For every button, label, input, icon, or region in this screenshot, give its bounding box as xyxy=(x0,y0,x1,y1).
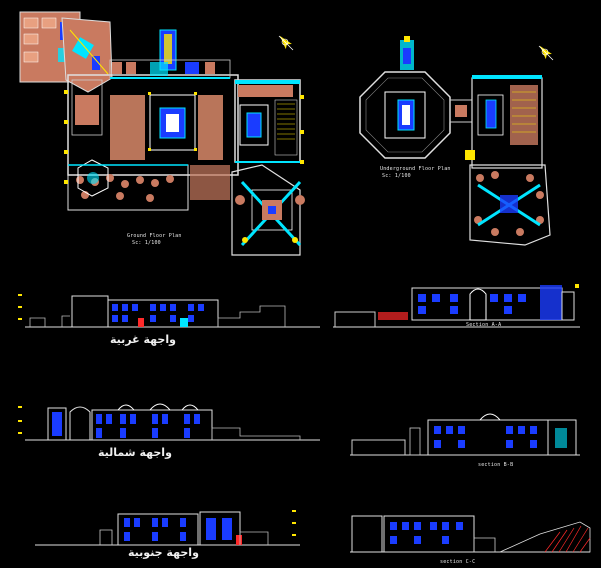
section-aa-label: Section A-A xyxy=(466,322,502,328)
north-elevation-label: واجهة شمالية xyxy=(98,446,172,459)
section-aa-drawing xyxy=(333,284,580,328)
north-arrow-icon xyxy=(538,45,554,61)
underground-floor-plan xyxy=(359,36,554,246)
west-elevation-label: واجهة غربية xyxy=(110,333,176,346)
north-arrow-icon xyxy=(278,35,294,51)
section-bb-label: section B-B xyxy=(478,462,514,468)
underground-floor-plan-scale: Sc: 1/100 xyxy=(382,173,411,179)
section-cc-label: section C-C xyxy=(440,559,476,565)
north-elevation-drawing xyxy=(18,403,320,441)
section-cc-drawing xyxy=(350,515,591,553)
west-elevation-drawing xyxy=(18,294,320,328)
south-elevation-label: واجهة جنوبية xyxy=(128,546,199,559)
underground-floor-plan-title: Underground Floor Plan xyxy=(380,166,451,172)
ground-floor-plan-title: Ground Floor Plan xyxy=(127,233,182,239)
ground-floor-plan-scale: Sc: 1/100 xyxy=(132,240,161,246)
south-elevation-drawing xyxy=(35,510,300,546)
section-bb-drawing xyxy=(350,413,580,456)
ground-floor-plan xyxy=(19,11,305,256)
